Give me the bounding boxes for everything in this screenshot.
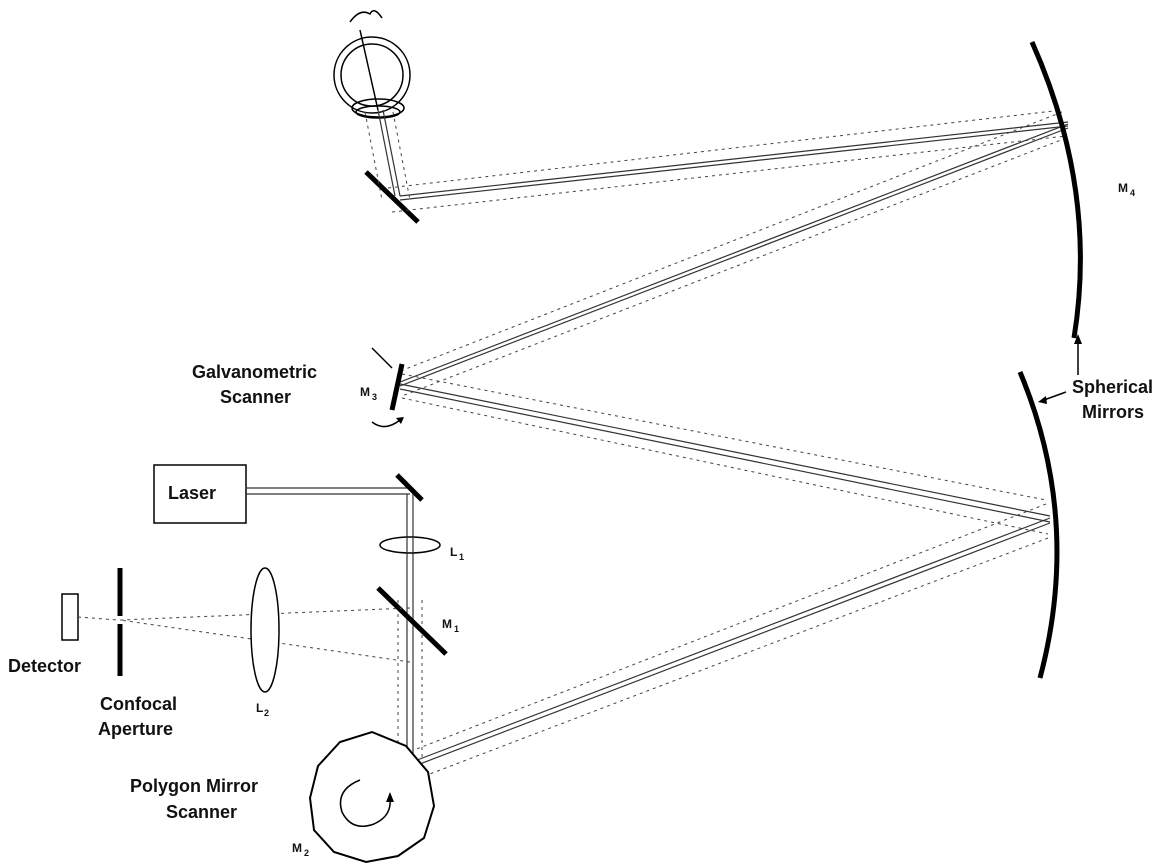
beam-splitter-m1: [376, 586, 448, 656]
label-spherical-line2: Mirrors: [1082, 402, 1144, 422]
spherical-mirror-m4: [1029, 40, 1083, 339]
lens-l2: [250, 567, 280, 693]
beam-fold-to-m4: [387, 109, 1069, 213]
detector-box: [61, 593, 79, 641]
label-l1: L: [450, 545, 457, 559]
rotate-arrow-icon: [339, 779, 391, 827]
beam-eye: [364, 109, 411, 201]
label-m1-sub: 1: [454, 624, 459, 634]
beam-m5-to-polygon: [411, 503, 1051, 781]
spherical-mirror-lower: [1017, 371, 1060, 679]
label-l1-sub: 1: [459, 552, 464, 562]
beam-laser: [246, 487, 410, 495]
label-galvo-line1: Galvanometric: [192, 362, 317, 382]
label-m1: M: [442, 617, 452, 631]
fold-mirror-laser: [395, 473, 424, 502]
beam-galvo-to-m5: [399, 373, 1051, 535]
label-m3: M: [360, 385, 370, 399]
label-m2: M: [292, 841, 302, 855]
label-detector: Detector: [8, 656, 81, 676]
label-laser: Laser: [168, 483, 216, 503]
polygon-mirror-m2: [308, 730, 436, 864]
laser-box: [153, 464, 247, 524]
fold-mirror-top: [364, 170, 420, 224]
label-polygon-line1: Polygon Mirror: [130, 776, 258, 796]
beam-m4-to-galvo: [397, 111, 1069, 397]
label-m4: M: [1118, 181, 1128, 195]
lens-l1: [379, 536, 441, 554]
label-l2: L: [256, 701, 263, 715]
label-m2-sub: 2: [304, 848, 309, 858]
label-m4-sub: 4: [1130, 188, 1135, 198]
label-confocal-line2: Aperture: [98, 719, 173, 739]
label-spherical-line1: Spherical: [1072, 377, 1153, 397]
label-confocal-line1: Confocal: [100, 694, 177, 714]
rotate-arrow-icon: [371, 419, 401, 428]
label-l2-sub: 2: [264, 708, 269, 718]
label-m3-sub: 3: [372, 392, 377, 402]
galvo-mirror-m3: [389, 363, 405, 411]
label-polygon-line2: Scanner: [166, 802, 237, 822]
label-galvo-line2: Scanner: [220, 387, 291, 407]
eye-icon: [333, 10, 411, 119]
